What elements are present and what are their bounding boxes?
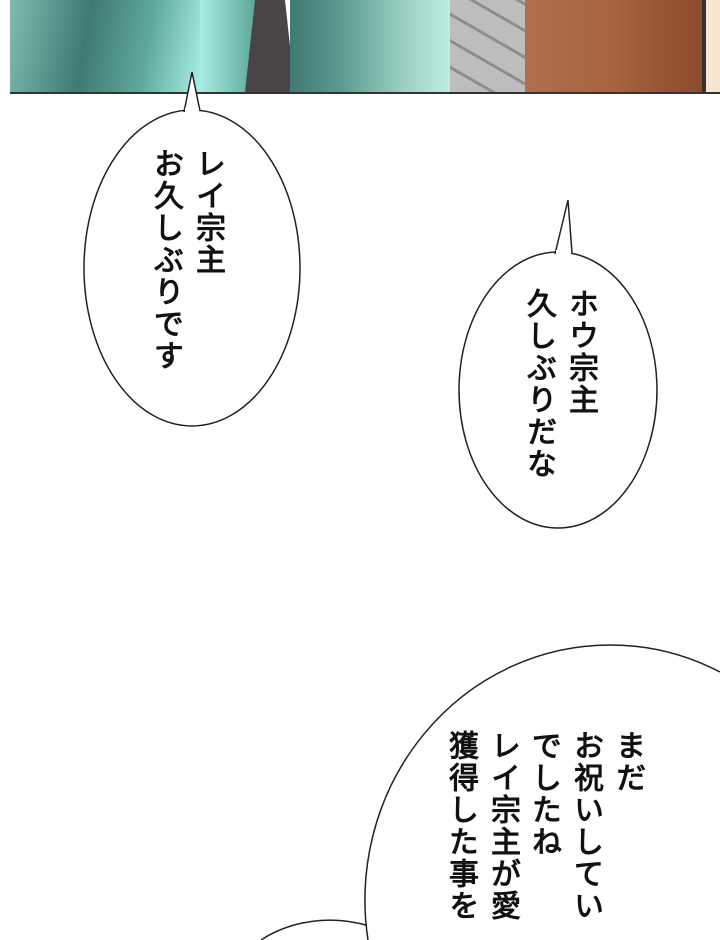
speech-bubble-1 [83, 71, 301, 427]
comic-panel-top [10, 0, 720, 94]
robe-right [290, 0, 460, 92]
bubble-1-line-2: お久しぶりです [148, 148, 183, 372]
robe-center [200, 0, 255, 92]
skin-edge [702, 0, 720, 92]
bubble-2-line-1: ホウ宗主 [563, 288, 598, 416]
bubble-1-line-1: レイ宗主 [190, 148, 225, 276]
bubble-3-line-2: お祝いしてい [568, 730, 603, 922]
bubble-3-line-4: レイ宗主が愛 [485, 730, 520, 922]
speech-bubble-3 [364, 644, 720, 940]
robe-left [10, 0, 200, 92]
bubble-3-line-5: 獲得した事を [443, 730, 478, 922]
bubble-2-line-2: 久しぶりだな [521, 288, 556, 480]
brown-robe [525, 0, 705, 92]
speech-bubble-2 [458, 199, 658, 529]
bubble-3-line-3: でしたね [526, 730, 561, 858]
bubble-3-line-1: まだ [610, 730, 645, 794]
